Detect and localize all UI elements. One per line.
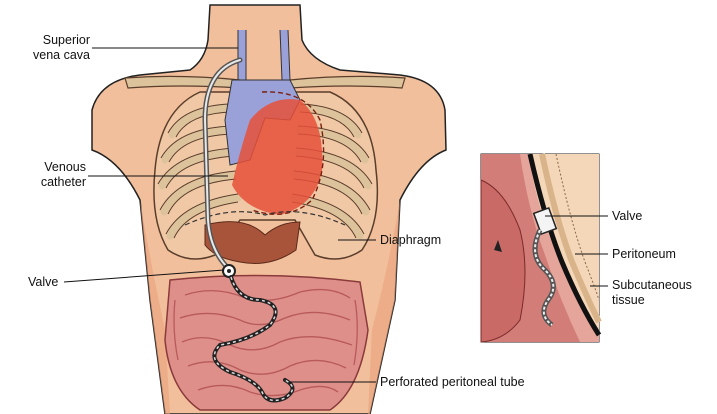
label-valve-left: Valve [28, 275, 58, 290]
intestines [165, 275, 368, 410]
inset-cross-section [481, 154, 599, 342]
label-diaphragm: Diaphragm [380, 233, 441, 248]
label-perforated-peritoneal-tube: Perforated peritoneal tube [380, 375, 525, 390]
label-peritoneum: Peritoneum [612, 247, 676, 262]
neck-vein-right [280, 30, 290, 80]
label-venous-catheter: Venous catheter [22, 160, 86, 190]
label-superior-vena-cava: Superior vena cava [20, 33, 90, 63]
neck-vein-left [238, 30, 246, 80]
clavicle-left [125, 76, 240, 88]
label-inset-valve: Valve [612, 209, 642, 224]
clavicle-right [290, 76, 405, 88]
label-subcutaneous-tissue: Subcutaneous tissue [612, 278, 692, 308]
